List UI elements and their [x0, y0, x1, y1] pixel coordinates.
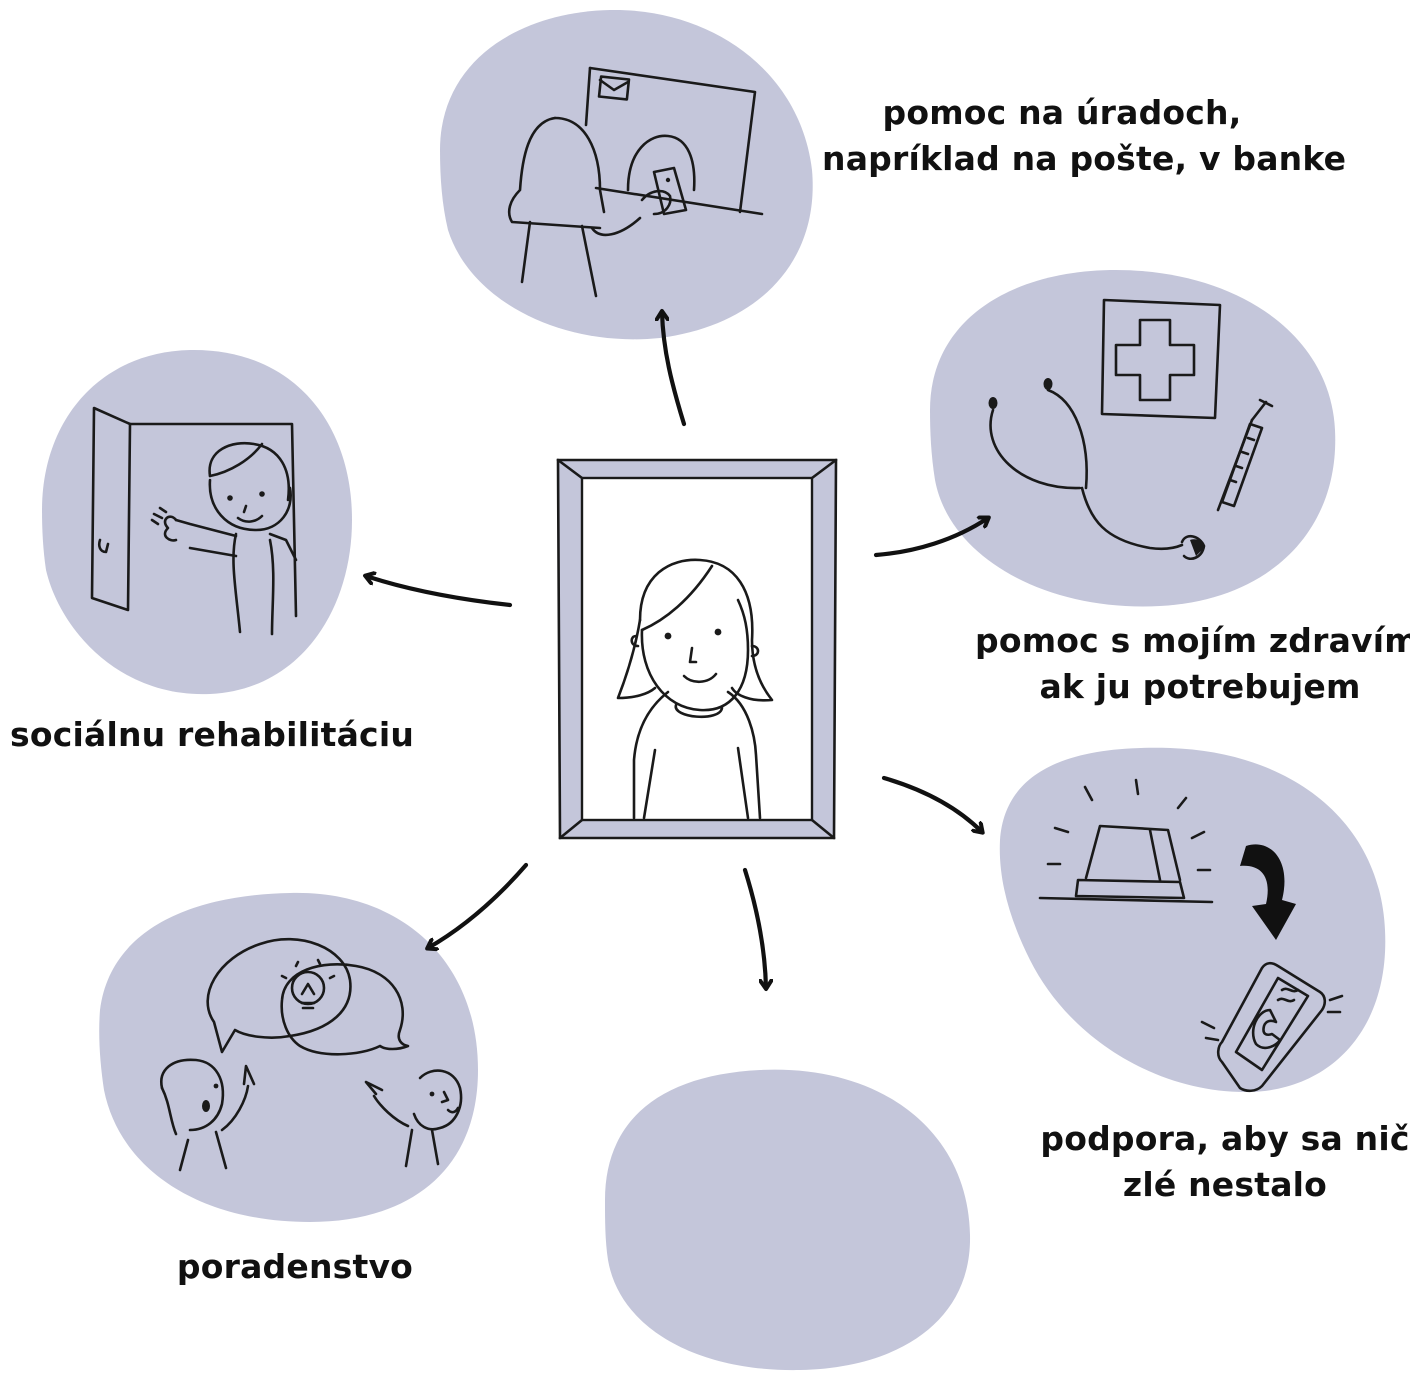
label-counseling: poradenstvo — [160, 1244, 430, 1290]
stethoscope-first-aid-syringe-icon — [988, 298, 1274, 560]
label-rehab-line-1: sociálnu rehabilitáciu — [10, 715, 415, 754]
blob-health — [930, 269, 1336, 607]
alarm-light-phone-icon — [1038, 778, 1344, 1093]
arrow-to-offices — [662, 312, 687, 427]
arrow-to-rehab — [366, 576, 513, 608]
arrow-to-safety — [881, 775, 982, 832]
blob-counseling — [99, 892, 478, 1222]
person-portrait-icon — [556, 458, 838, 840]
blob-offices — [440, 9, 813, 340]
blob-empty — [605, 1069, 971, 1371]
label-safety-line-2: zlé nestalo — [1122, 1165, 1328, 1204]
arrow-to-health — [873, 518, 988, 558]
label-safety: podpora, aby sa nič zlé nestalo — [1040, 1116, 1410, 1208]
blob-rehab — [42, 349, 352, 695]
label-offices-line-1: pomoc na úradoch, — [882, 93, 1242, 132]
label-health: pomoc s mojím zdravím, ak ju potrebujem — [975, 618, 1410, 710]
label-offices: pomoc na úradoch, napríklad na pošte, v … — [822, 90, 1347, 182]
arrow-to-counseling — [428, 862, 529, 948]
blob-safety — [999, 747, 1386, 1093]
label-health-line-1: pomoc s mojím zdravím, — [975, 621, 1410, 660]
label-counseling-line-1: poradenstvo — [176, 1247, 414, 1286]
label-offices-line-2: napríklad na pošte, v banke — [822, 139, 1347, 178]
post-office-counter-icon — [507, 66, 764, 298]
conversation-idea-icon — [160, 937, 463, 1172]
label-rehab: sociálnu rehabilitáciu — [10, 712, 415, 758]
arrow-to-empty — [742, 867, 766, 988]
label-safety-line-1: podpora, aby sa nič — [1040, 1119, 1410, 1158]
person-at-door-icon — [90, 406, 298, 636]
label-health-line-2: ak ju potrebujem — [1039, 667, 1361, 706]
